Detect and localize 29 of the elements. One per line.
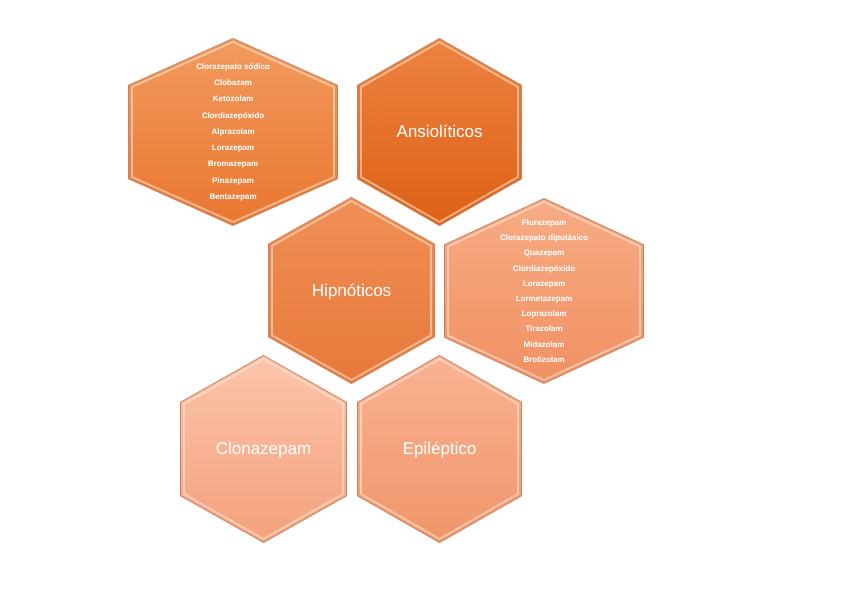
drug-name: Bentazepam	[209, 190, 257, 203]
hexagon	[357, 355, 522, 543]
category-label: Hipnóticos	[312, 280, 392, 300]
drug-name: Lormetazepam	[516, 293, 572, 305]
drug-name: Brotizolam	[523, 354, 565, 366]
drug-name: Midazolam	[524, 338, 564, 351]
drug-name: Loprazolam	[522, 308, 566, 320]
drug-name: Tirazolam	[525, 323, 563, 336]
category-label: Ansiolíticos	[396, 122, 482, 142]
drug-name: Flurazepam	[522, 216, 566, 229]
drug-name: Lorazepam	[522, 278, 566, 290]
drug-name: Ketozolam	[212, 93, 254, 106]
drug-name: Lorazepam	[212, 142, 254, 154]
hexagon	[444, 198, 644, 384]
drug-name: Clorazepato dipotásico	[500, 232, 588, 244]
drug-name: Clobazam	[214, 77, 252, 90]
drug-name: Bromazepam	[208, 158, 258, 170]
hexagon	[357, 38, 522, 226]
drug-name: Pinazepam	[212, 174, 254, 187]
drug-name: Clordiazepóxido	[512, 262, 576, 275]
drug-name: Clorazepato sódico	[196, 61, 270, 74]
category-label: Epiléptico	[402, 439, 476, 459]
drug-name: Quazepam	[524, 247, 564, 260]
hexagon	[180, 355, 347, 543]
drug-name: Alprazolam	[211, 126, 255, 138]
hexagon	[128, 38, 338, 226]
drug-name: Clordiazepóxido	[202, 110, 264, 122]
hexagon	[268, 197, 435, 384]
category-label: Clonazepam	[216, 439, 312, 459]
